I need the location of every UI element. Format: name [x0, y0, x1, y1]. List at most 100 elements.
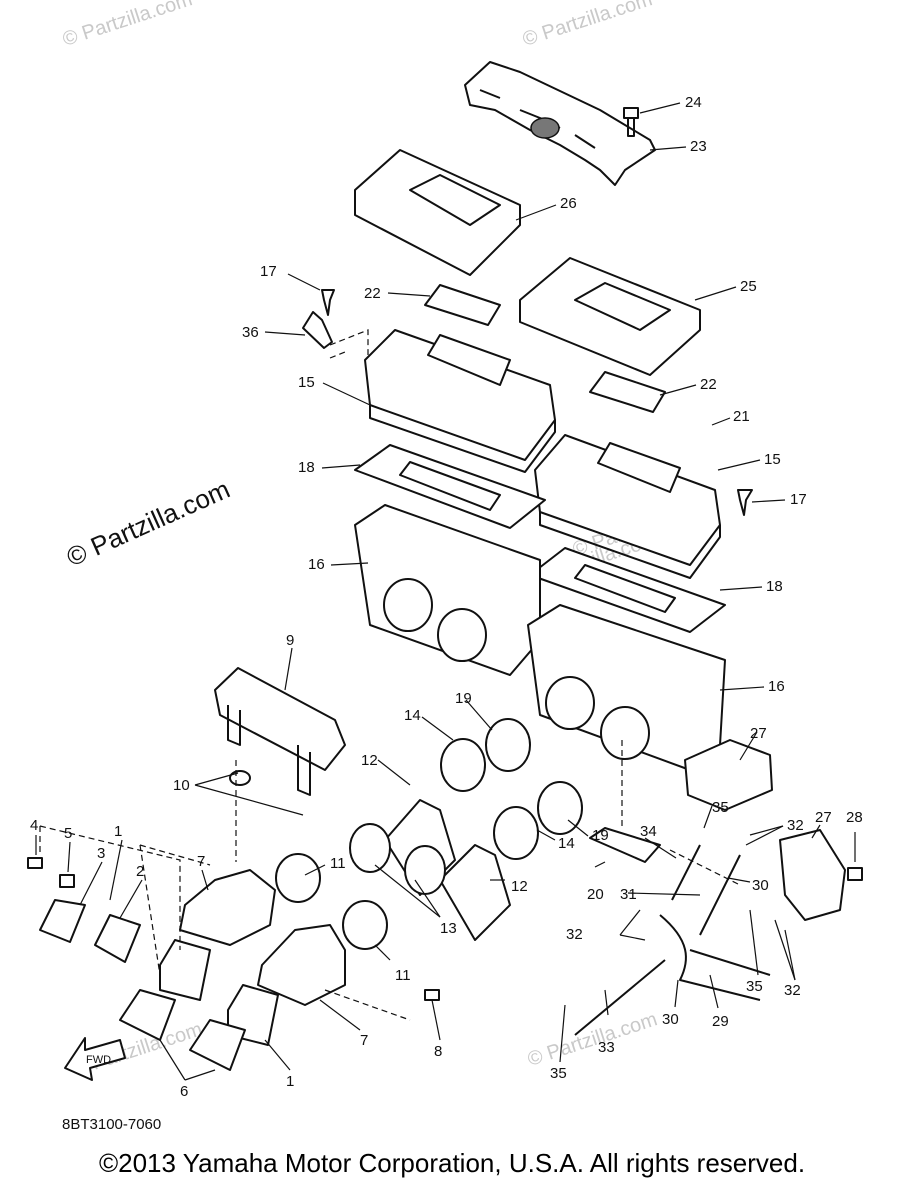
- callout-label: 14: [404, 707, 421, 724]
- callout-label: 34: [640, 823, 657, 840]
- callout-label: 17: [260, 263, 277, 280]
- bracket-part: [464, 61, 656, 186]
- callout-label: 19: [455, 690, 472, 707]
- bolt-part: [424, 989, 440, 1001]
- callout-label: 5: [64, 825, 72, 842]
- clamp-part: [404, 845, 446, 895]
- callout-label: 27: [750, 725, 767, 742]
- callout-label: 31: [620, 886, 637, 903]
- pad-part: [589, 827, 661, 863]
- boot-part: [485, 718, 531, 772]
- callout-label: 27: [815, 809, 832, 826]
- callout-label: 15: [298, 374, 315, 391]
- gasket-part: [189, 1019, 246, 1071]
- callout-label: 24: [685, 94, 702, 111]
- callout-label: 18: [766, 578, 783, 595]
- callout-label: 19: [592, 827, 609, 844]
- callout-label: 36: [242, 324, 259, 341]
- callout-label: 7: [360, 1032, 368, 1049]
- callout-label: 30: [752, 877, 769, 894]
- boot-part: [537, 781, 583, 835]
- hose-part: [574, 959, 666, 1036]
- filter-part: [424, 284, 501, 326]
- plate-part: [39, 899, 86, 943]
- fwd-label: FWD: [86, 1054, 111, 1066]
- callout-label: 22: [700, 376, 717, 393]
- fwd-arrow-icon: [64, 1037, 126, 1081]
- bolt-part: [27, 857, 43, 869]
- copyright-footer: ©2013 Yamaha Motor Corporation, U.S.A. A…: [98, 1148, 806, 1178]
- callout-label: 12: [511, 878, 528, 895]
- callout-label: 10: [173, 777, 190, 794]
- filter-part: [589, 371, 666, 413]
- hose-part: [689, 949, 771, 976]
- gasket-part: [119, 989, 176, 1041]
- clamp-part: [493, 806, 539, 860]
- diagram-code: 8BT3100-7060: [62, 1116, 162, 1133]
- gasket-part: [354, 444, 546, 529]
- callout-label: 28: [846, 809, 863, 826]
- clamp-part: [349, 823, 391, 873]
- screw-part: [321, 289, 335, 316]
- clamp-part: [440, 738, 486, 792]
- callout-label: 35: [550, 1065, 567, 1082]
- callout-label: 12: [361, 752, 378, 769]
- callout-labels: 24 23 26 17 22 25 36 15 22 21 18 15 17 1…: [30, 94, 863, 1100]
- callout-label: 21: [733, 408, 750, 425]
- callout-label: 25: [740, 278, 757, 295]
- callout-label: 18: [298, 459, 315, 476]
- callout-label: 11: [330, 855, 346, 872]
- callout-label: 23: [690, 138, 707, 155]
- airbox-lid: [364, 329, 556, 473]
- cover-part: [519, 257, 701, 376]
- callout-label: 32: [784, 982, 801, 999]
- airbox-lid: [534, 434, 721, 579]
- plate-part: [94, 914, 141, 963]
- callout-label: 4: [30, 817, 38, 834]
- oring-part: [229, 770, 251, 786]
- silencer-part: [214, 667, 346, 796]
- hose-part: [699, 854, 741, 936]
- hose-part: [659, 914, 761, 1001]
- callout-label: 35: [746, 978, 763, 995]
- manifold-part: [257, 924, 346, 1006]
- clamp-part: [275, 853, 321, 903]
- callout-label: 32: [566, 926, 583, 943]
- callout-label: 14: [558, 835, 575, 852]
- callout-label: 16: [768, 678, 785, 695]
- callout-label: 11: [395, 967, 411, 984]
- callout-label: 13: [440, 920, 457, 937]
- bolt-part: [623, 107, 639, 137]
- callout-label: 32: [787, 817, 804, 834]
- cover-part: [354, 149, 521, 276]
- callout-label: 20: [587, 886, 604, 903]
- callout-label: 35: [712, 799, 729, 816]
- reed-valve: [159, 939, 211, 1001]
- callout-label: 26: [560, 195, 577, 212]
- callout-label: 17: [790, 491, 807, 508]
- manifold-part: [179, 869, 276, 946]
- nut-part: [59, 874, 75, 888]
- callout-label: 29: [712, 1013, 729, 1030]
- callout-label: 16: [308, 556, 325, 573]
- fuel-pump: [779, 829, 846, 921]
- fuel-pump: [684, 739, 773, 811]
- screw-part: [737, 489, 753, 516]
- callout-label: 22: [364, 285, 381, 302]
- callout-label: 1: [286, 1073, 294, 1090]
- callout-label: 30: [662, 1011, 679, 1028]
- airbox-case: [354, 504, 541, 676]
- callout-label: 3: [97, 845, 105, 862]
- airbox-case: [527, 604, 726, 771]
- clip-part: [302, 311, 333, 349]
- callout-label: 33: [598, 1039, 615, 1056]
- callout-label: 1: [114, 823, 122, 840]
- clamp-part: [342, 900, 388, 950]
- gasket-part: [529, 547, 726, 633]
- callout-label: 2: [136, 863, 144, 880]
- callout-label: 15: [764, 451, 781, 468]
- callout-label: 6: [180, 1083, 188, 1100]
- callout-label: 7: [197, 853, 205, 870]
- nut-part: [847, 867, 863, 881]
